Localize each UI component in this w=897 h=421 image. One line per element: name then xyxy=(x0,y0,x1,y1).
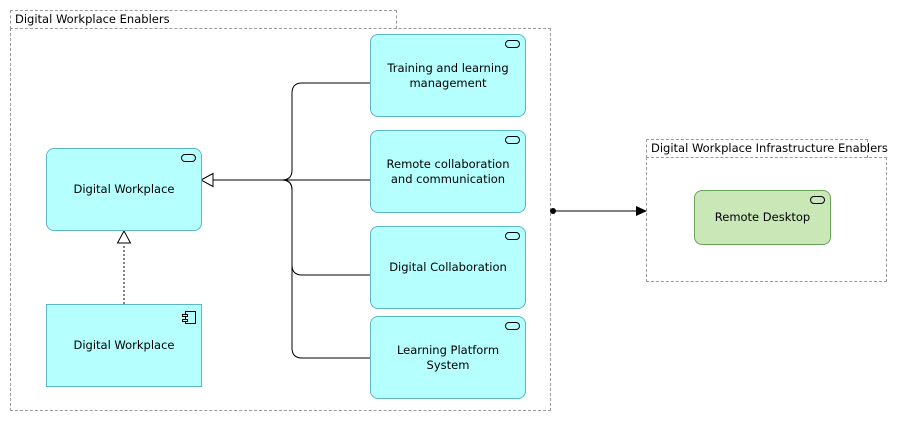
digital-workplace-component[interactable]: Digital Workplace xyxy=(46,304,202,387)
realization-arrowhead xyxy=(116,229,132,244)
remote-collaboration-label: Remote collaboration and communication xyxy=(386,156,510,186)
infrastructure-group[interactable] xyxy=(646,157,887,282)
digital-workplace-service-label: Digital Workplace xyxy=(73,182,175,196)
service-icon xyxy=(505,322,520,330)
service-icon xyxy=(505,136,520,144)
enablers-group-tab: Digital Workplace Enablers xyxy=(10,10,397,29)
remote-desktop-service[interactable]: Remote Desktop xyxy=(694,190,831,245)
digital-workplace-service[interactable]: Digital Workplace xyxy=(46,148,202,231)
group-link-arrowhead xyxy=(636,206,647,216)
service-icon xyxy=(505,40,520,48)
group-link-source-dot xyxy=(550,208,556,214)
digital-workplace-component-label: Digital Workplace xyxy=(73,338,175,352)
training-learning-label: Training and learning management xyxy=(387,60,509,90)
component-icon xyxy=(182,311,196,324)
service-icon xyxy=(810,196,825,204)
digital-collaboration-service[interactable]: Digital Collaboration xyxy=(370,226,526,309)
service-icon xyxy=(181,154,196,162)
link-digital-collab xyxy=(212,179,370,276)
digital-collaboration-label: Digital Collaboration xyxy=(389,260,507,274)
specialization-arrowhead xyxy=(199,172,214,188)
learning-platform-service[interactable]: Learning Platform System xyxy=(370,316,526,399)
learning-platform-label: Learning Platform System xyxy=(396,342,500,372)
link-learning-platform xyxy=(212,179,370,359)
link-training xyxy=(212,82,370,181)
enablers-group[interactable] xyxy=(10,28,551,411)
enablers-group-label: Digital Workplace Enablers xyxy=(15,12,170,26)
remote-desktop-label: Remote Desktop xyxy=(714,210,811,224)
infrastructure-group-tab: Digital Workplace Infrastructure Enabler… xyxy=(646,139,888,158)
service-icon xyxy=(505,232,520,240)
training-learning-service[interactable]: Training and learning management xyxy=(370,34,526,117)
remote-collaboration-service[interactable]: Remote collaboration and communication xyxy=(370,130,526,213)
infrastructure-group-label: Digital Workplace Infrastructure Enabler… xyxy=(651,141,888,155)
